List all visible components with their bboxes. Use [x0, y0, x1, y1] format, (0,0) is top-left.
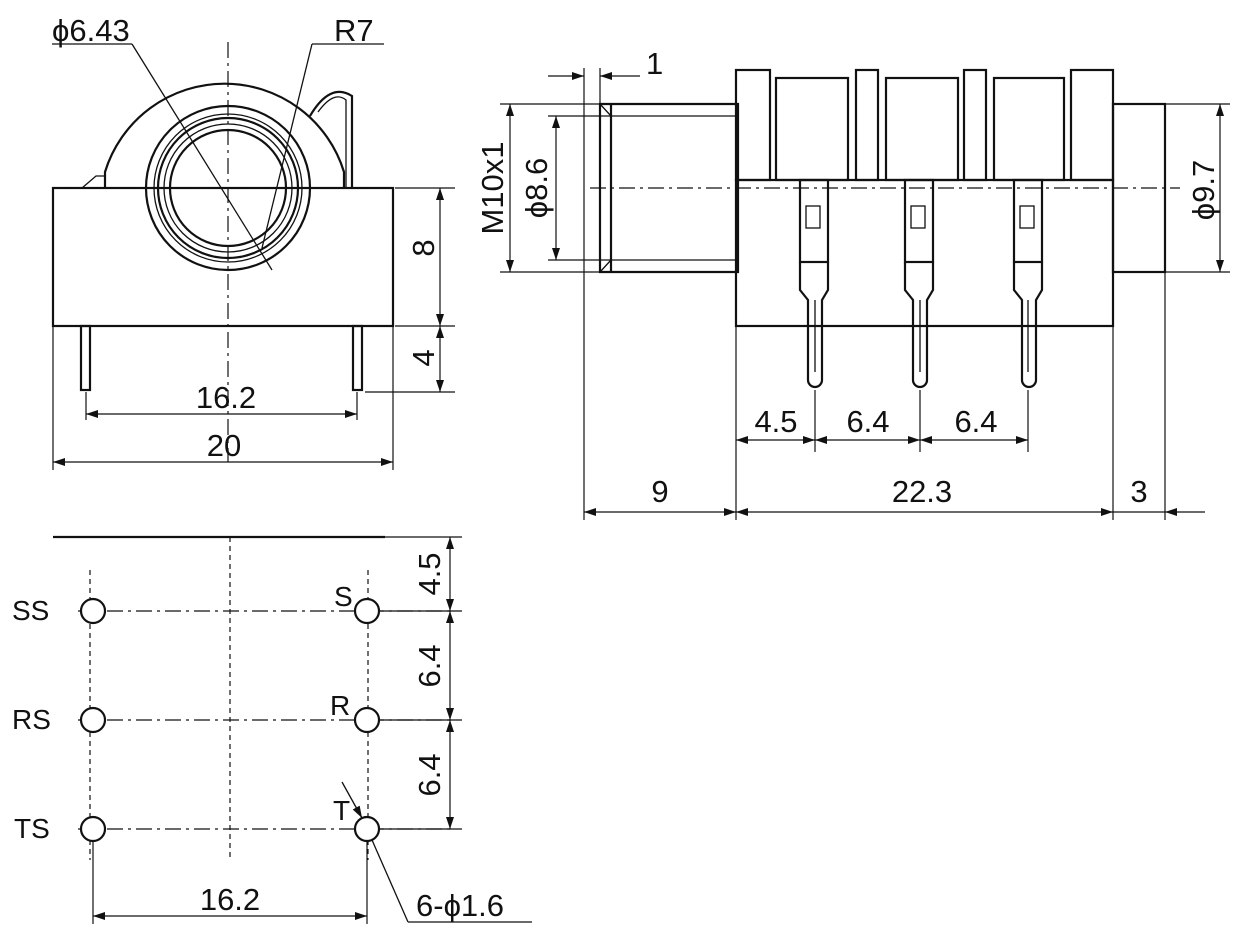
side-body — [734, 178, 1115, 328]
side-pin-3 — [1012, 178, 1044, 389]
dim-pin-spacing-label: 16.2 — [196, 380, 256, 415]
dim-thread-label: M10x1 — [475, 141, 510, 234]
dim-barrel-diameter-label: ϕ8.6 — [519, 158, 554, 218]
dim-holes-label: 6-ϕ1.6 — [416, 888, 504, 923]
front-tab — [81, 175, 105, 189]
pin-label-s: S — [334, 581, 353, 612]
dim-diameter-label: ϕ6.43 — [52, 13, 130, 48]
dim-pin-pitch-2-label: 6.4 — [954, 404, 997, 439]
dim-body-length-label: 22.3 — [892, 474, 952, 509]
pin-label-r: R — [330, 690, 350, 721]
dim-flange-label: 1 — [646, 46, 663, 81]
dim-rear-length-label: 3 — [1130, 474, 1147, 509]
dim-width-label: 20 — [207, 428, 241, 463]
pin-label-rs: RS — [12, 704, 51, 735]
hole-r — [353, 706, 381, 734]
front-pin-left — [79, 324, 92, 392]
front-boss — [103, 82, 346, 188]
bottom-view: SS RS TS S R T 4.5 6.4 6.4 16.2 6-ϕ1.6 — [12, 535, 532, 924]
dim-front-length-label: 9 — [651, 474, 668, 509]
ground-lug — [309, 90, 354, 188]
pin-label-ts: TS — [14, 813, 50, 844]
front-pin-right — [351, 324, 364, 392]
dim-row-pitch-1-label: 6.4 — [412, 644, 447, 687]
pin-label-t: T — [333, 795, 350, 826]
side-pin-2 — [903, 178, 935, 389]
side-pin-1 — [798, 178, 830, 389]
dim-col-spacing-label: 16.2 — [200, 882, 260, 917]
side-view: 1 M10x1 ϕ8.6 ϕ9.7 4.5 6.4 6.4 — [475, 46, 1230, 520]
dim-radius-label: R7 — [334, 13, 374, 48]
dim-pin-pitch-1-label: 6.4 — [846, 404, 889, 439]
hole-s — [353, 597, 381, 625]
dim-row-offset-label: 4.5 — [412, 552, 447, 595]
dim-pin-offset-label: 4.5 — [754, 404, 797, 439]
hole-rs — [79, 706, 107, 734]
dim-height-lower-label: 4 — [406, 349, 441, 366]
hole-t — [353, 815, 381, 843]
side-barrel — [598, 102, 740, 274]
hole-ss — [79, 597, 107, 625]
dim-rear-diameter-label: ϕ9.7 — [1186, 160, 1221, 220]
pin-label-ss: SS — [12, 595, 49, 626]
dim-height-upper-label: 8 — [406, 239, 441, 256]
hole-ts — [79, 815, 107, 843]
dim-row-pitch-2-label: 6.4 — [412, 753, 447, 796]
front-body — [51, 186, 395, 328]
front-view: ϕ6.43 R7 8 4 16.2 20 — [51, 13, 455, 470]
